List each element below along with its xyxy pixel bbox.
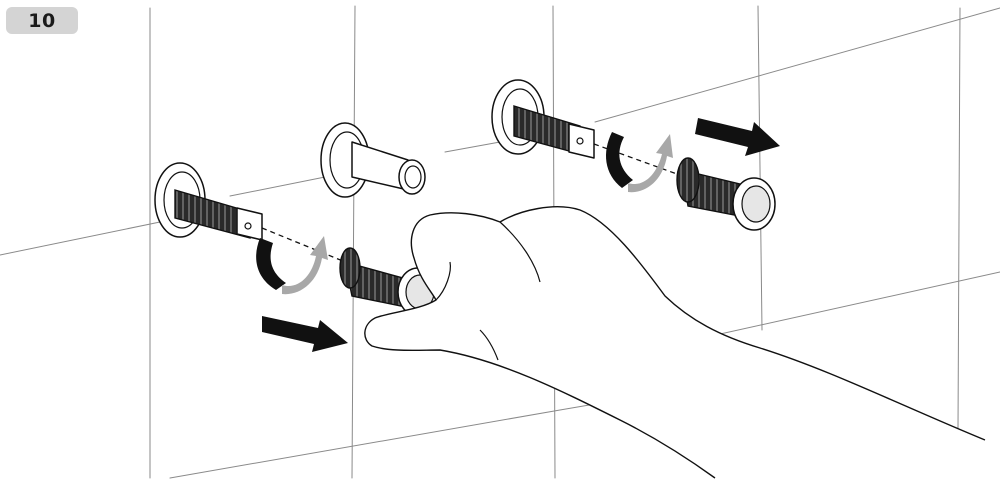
direction-arrow-icon xyxy=(695,118,780,156)
hand-icon xyxy=(365,207,985,478)
rotate-arrow-icon xyxy=(606,132,673,192)
threaded-insert-icon xyxy=(492,80,594,158)
rotate-arrow-icon xyxy=(256,236,328,294)
direction-arrow-icon xyxy=(262,316,348,352)
threaded-insert-icon xyxy=(321,123,425,197)
threaded-insert-icon xyxy=(155,163,262,240)
